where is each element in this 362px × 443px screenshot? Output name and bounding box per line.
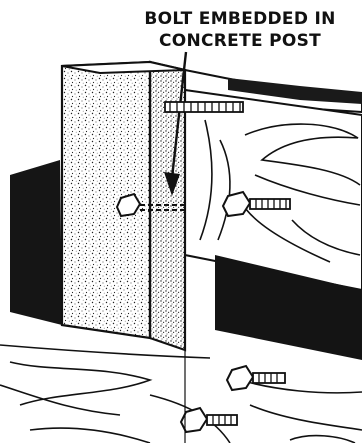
left-rail-shadow: [10, 160, 62, 325]
upper-threaded-rod-icon: [165, 102, 243, 112]
callout-label-line2: CONCRETE POST: [159, 31, 321, 51]
callout-label-line1: BOLT EMBEDDED IN: [144, 9, 335, 29]
